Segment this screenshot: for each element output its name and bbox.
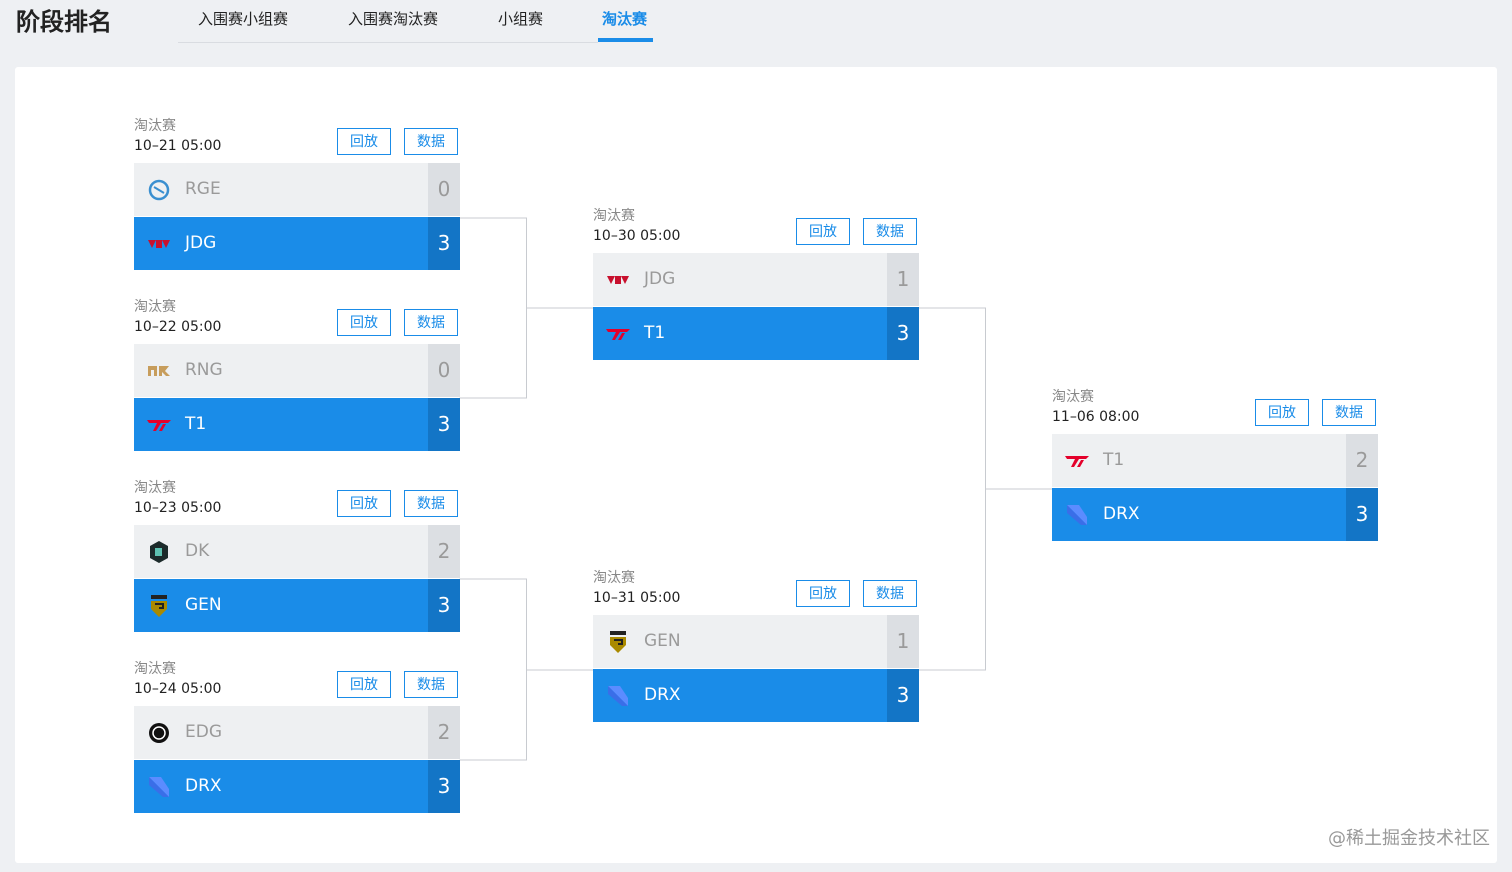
team-row[interactable]: GEN 1	[593, 615, 919, 668]
data-button[interactable]: 数据	[404, 309, 458, 336]
gen-logo-icon	[146, 593, 172, 619]
match-time: 10–31 05:00	[593, 590, 681, 606]
replay-button[interactable]: 回放	[337, 671, 391, 698]
replay-button[interactable]: 回放	[337, 490, 391, 517]
team-score: 2	[428, 525, 460, 578]
match-stage: 淘汰赛	[134, 661, 176, 677]
replay-button[interactable]: 回放	[337, 128, 391, 155]
drx-logo-icon	[605, 683, 631, 709]
match-stage: 淘汰赛	[1052, 389, 1094, 405]
connector-r1-top	[459, 217, 527, 399]
edg-logo-icon	[146, 720, 172, 746]
match-stage: 淘汰赛	[593, 208, 635, 224]
team-name: DRX	[644, 685, 681, 705]
tab-play-in-knockout[interactable]: 入围赛淘汰赛	[348, 10, 439, 28]
team-name: RGE	[185, 179, 221, 199]
match-time: 10–21 05:00	[134, 138, 222, 154]
replay-button[interactable]: 回放	[796, 218, 850, 245]
team-name: T1	[644, 323, 666, 343]
tab-play-in-groups[interactable]: 入围赛小组赛	[198, 10, 289, 28]
drx-logo-icon	[1064, 502, 1090, 528]
t1-logo-icon	[605, 321, 631, 347]
team-name: RNG	[185, 360, 223, 380]
watermark: @稀土掘金技术社区	[1328, 828, 1490, 849]
team-row[interactable]: RNG 0	[134, 344, 460, 397]
team-row[interactable]: JDG 3	[134, 217, 460, 270]
team-name: EDG	[185, 722, 223, 742]
match-time: 10–24 05:00	[134, 681, 222, 697]
dk-logo-icon	[146, 539, 172, 565]
team-score: 3	[428, 217, 460, 270]
match-time: 10–30 05:00	[593, 228, 681, 244]
team-row[interactable]: JDG 1	[593, 253, 919, 306]
team-name: T1	[1103, 450, 1125, 470]
stage-tabs: 入围赛小组赛 入围赛淘汰赛	[178, 0, 598, 43]
team-row[interactable]: DK 2	[134, 525, 460, 578]
team-row[interactable]: DRX 3	[593, 669, 919, 722]
replay-button[interactable]: 回放	[1255, 399, 1309, 426]
jdg-logo-icon	[146, 231, 172, 257]
match-time: 11–06 08:00	[1052, 409, 1140, 425]
team-score: 3	[428, 398, 460, 451]
team-name: T1	[185, 414, 207, 434]
team-score: 1	[887, 253, 919, 306]
team-score: 3	[887, 669, 919, 722]
match-stage: 淘汰赛	[134, 480, 176, 496]
replay-button[interactable]: 回放	[796, 580, 850, 607]
rge-logo-icon	[146, 177, 172, 203]
gen-logo-icon	[605, 629, 631, 655]
t1-logo-icon	[1064, 448, 1090, 474]
team-score: 3	[428, 760, 460, 813]
team-name: DRX	[1103, 504, 1140, 524]
team-score: 0	[428, 163, 460, 216]
data-button[interactable]: 数据	[404, 490, 458, 517]
team-row[interactable]: T1 2	[1052, 434, 1378, 487]
data-button[interactable]: 数据	[1322, 399, 1376, 426]
match-stage: 淘汰赛	[593, 570, 635, 586]
team-row[interactable]: DRX 3	[1052, 488, 1378, 541]
match-stage: 淘汰赛	[134, 118, 176, 134]
page-title: 阶段排名	[16, 8, 112, 36]
team-name: DRX	[185, 776, 222, 796]
data-button[interactable]: 数据	[863, 218, 917, 245]
team-score: 2	[428, 706, 460, 759]
replay-button[interactable]: 回放	[337, 309, 391, 336]
team-name: JDG	[185, 233, 217, 253]
team-score: 1	[887, 615, 919, 668]
jdg-logo-icon	[605, 267, 631, 293]
tab-group-stage[interactable]: 小组赛	[498, 10, 544, 28]
team-score: 3	[887, 307, 919, 360]
connector-r2	[918, 307, 986, 671]
team-row[interactable]: EDG 2	[134, 706, 460, 759]
team-row[interactable]: T1 3	[593, 307, 919, 360]
bracket-connectors	[459, 217, 1052, 761]
team-row[interactable]: DRX 3	[134, 760, 460, 813]
match-time: 10–23 05:00	[134, 500, 222, 516]
data-button[interactable]: 数据	[863, 580, 917, 607]
bracket-panel: 淘汰赛 10–21 05:00 回放 数据 RGE 0 JDG 3 淘汰赛 10…	[15, 67, 1497, 863]
match-stage: 淘汰赛	[134, 299, 176, 315]
match-time: 10–22 05:00	[134, 319, 222, 335]
team-score: 3	[428, 579, 460, 632]
team-score: 2	[1346, 434, 1378, 487]
team-name: GEN	[185, 595, 222, 615]
team-row[interactable]: GEN 3	[134, 579, 460, 632]
data-button[interactable]: 数据	[404, 128, 458, 155]
t1-logo-icon	[146, 412, 172, 438]
team-row[interactable]: T1 3	[134, 398, 460, 451]
tab-knockout[interactable]: 淘汰赛	[602, 10, 648, 28]
connector-r1-bottom	[459, 578, 527, 761]
team-score: 3	[1346, 488, 1378, 541]
team-row[interactable]: RGE 0	[134, 163, 460, 216]
active-tab-indicator	[598, 38, 653, 42]
drx-logo-icon	[146, 774, 172, 800]
rng-logo-icon	[146, 358, 172, 384]
team-name: GEN	[644, 631, 681, 651]
team-name: DK	[185, 541, 210, 561]
team-name: JDG	[644, 269, 676, 289]
team-score: 0	[428, 344, 460, 397]
data-button[interactable]: 数据	[404, 671, 458, 698]
header: 阶段排名 入围赛小组赛 入围赛淘汰赛 小组赛 淘汰赛	[0, 0, 1512, 66]
